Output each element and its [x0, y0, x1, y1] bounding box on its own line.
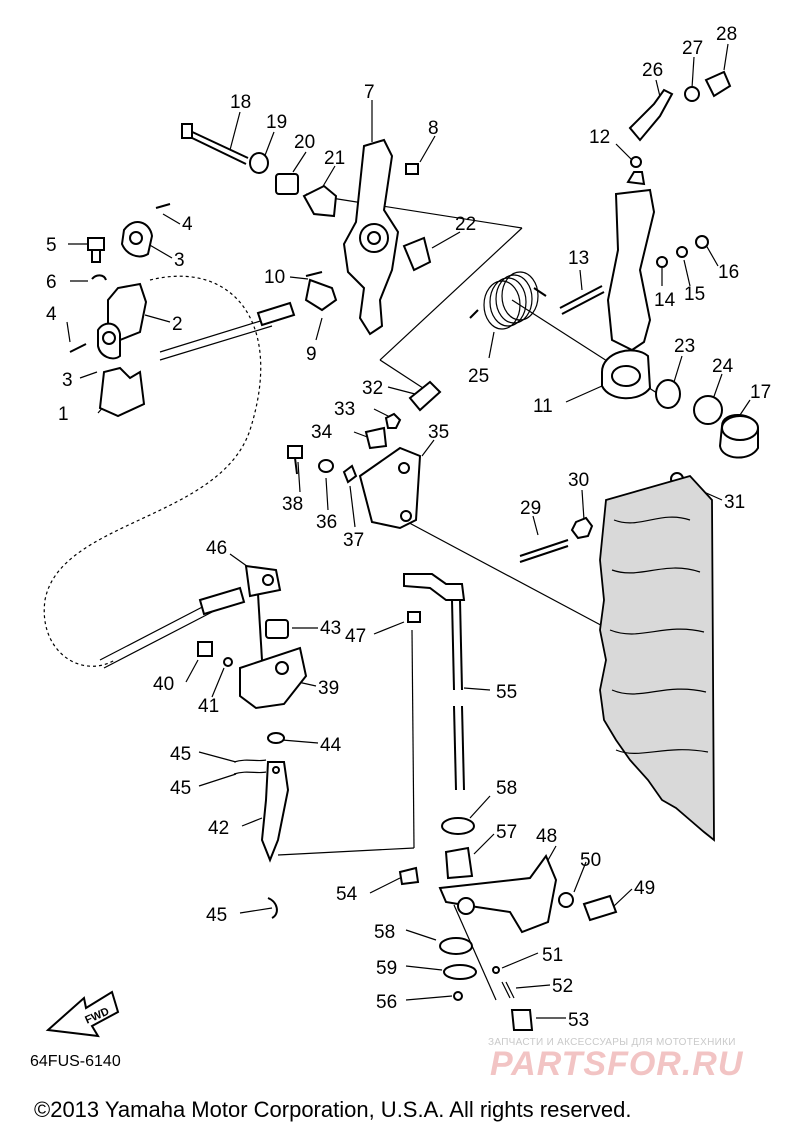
callout-30: 30: [568, 470, 589, 491]
callout-46: 46: [206, 538, 227, 559]
engine-block-outline: [599, 474, 715, 842]
callout-39: 39: [318, 678, 339, 699]
callout-45: 45: [170, 778, 191, 799]
watermark-brand: PARTSFOR.RU: [490, 1045, 744, 1083]
callout-48: 48: [536, 826, 557, 847]
callout-16: 16: [718, 262, 739, 283]
callout-23: 23: [674, 336, 695, 357]
callout-19: 19: [266, 112, 287, 133]
cable-clamp-assembly: [69, 203, 171, 418]
throttle-cable: [43, 275, 296, 669]
callout-7: 7: [364, 82, 375, 103]
callout-35: 35: [428, 422, 449, 443]
torsion-spring: [469, 271, 547, 330]
bracket-assembly: [287, 380, 684, 563]
diagram-code: 64FUS-6140: [30, 1053, 121, 1070]
callout-17: 17: [750, 382, 771, 403]
throttle-lever-assembly: [181, 123, 432, 336]
callout-43: 43: [320, 618, 341, 639]
callout-27: 27: [682, 38, 703, 59]
shift-rod-assembly: [398, 573, 618, 1031]
callout-6: 6: [46, 272, 57, 293]
callout-49: 49: [634, 878, 655, 899]
callout-55: 55: [496, 682, 517, 703]
callout-32: 32: [362, 378, 383, 399]
callout-41: 41: [198, 696, 219, 717]
callout-25: 25: [468, 366, 489, 387]
callout-2: 2: [172, 314, 183, 335]
callout-29: 29: [520, 498, 541, 519]
callout-37: 37: [343, 530, 364, 551]
callout-58: 58: [496, 778, 517, 799]
callout-4: 4: [182, 214, 193, 235]
callout-8: 8: [428, 118, 439, 139]
callout-22: 22: [455, 214, 476, 235]
callout-52: 52: [552, 976, 573, 997]
copyright-notice: ©2013 Yamaha Motor Corporation, U.S.A. A…: [34, 1097, 632, 1122]
callout-58: 58: [374, 922, 395, 943]
callout-56: 56: [376, 992, 397, 1013]
callout-33: 33: [334, 399, 355, 420]
callout-53: 53: [568, 1010, 589, 1031]
callout-31: 31: [724, 492, 745, 513]
callout-5: 5: [46, 235, 57, 256]
callout-14: 14: [654, 290, 676, 311]
callout-13: 13: [568, 248, 589, 269]
callout-3: 3: [62, 370, 73, 391]
callout-57: 57: [496, 822, 517, 843]
callout-labels: 1 2 3 3 4 4 5 6 7 8 9 10 11 12 13 14 15 …: [46, 24, 771, 1031]
callout-4: 4: [46, 304, 57, 325]
callout-36: 36: [316, 512, 337, 533]
callout-21: 21: [324, 148, 345, 169]
leader-lines: [66, 43, 751, 1019]
callout-11: 11: [533, 396, 553, 417]
callout-12: 12: [589, 127, 610, 148]
callout-18: 18: [230, 92, 251, 113]
callout-51: 51: [542, 945, 563, 966]
callout-47: 47: [345, 626, 366, 647]
callout-3: 3: [174, 250, 185, 271]
callout-45: 45: [206, 905, 227, 926]
callout-10: 10: [264, 267, 285, 288]
callout-59: 59: [376, 958, 397, 979]
callout-50: 50: [580, 850, 601, 871]
callout-20: 20: [294, 132, 315, 153]
callout-26: 26: [642, 60, 663, 81]
fwd-arrow-icon: FWD: [45, 990, 120, 1038]
callout-42: 42: [208, 818, 229, 839]
callout-44: 44: [320, 735, 342, 756]
callout-28: 28: [716, 24, 737, 45]
callout-38: 38: [282, 494, 303, 515]
callout-40: 40: [153, 674, 174, 695]
watermark-tagline: ЗАПЧАСТИ И АКСЕССУАРЫ ДЛЯ МОТОТЕХНИКИ: [488, 1037, 736, 1048]
link-rod-assembly: [197, 564, 308, 919]
callout-9: 9: [306, 344, 317, 365]
callout-54: 54: [336, 884, 358, 905]
callout-24: 24: [712, 356, 734, 377]
callout-1: 1: [58, 404, 69, 425]
callout-15: 15: [684, 284, 705, 305]
control-lever-assembly: [559, 70, 759, 459]
callout-45: 45: [170, 744, 191, 765]
callout-34: 34: [311, 422, 333, 443]
